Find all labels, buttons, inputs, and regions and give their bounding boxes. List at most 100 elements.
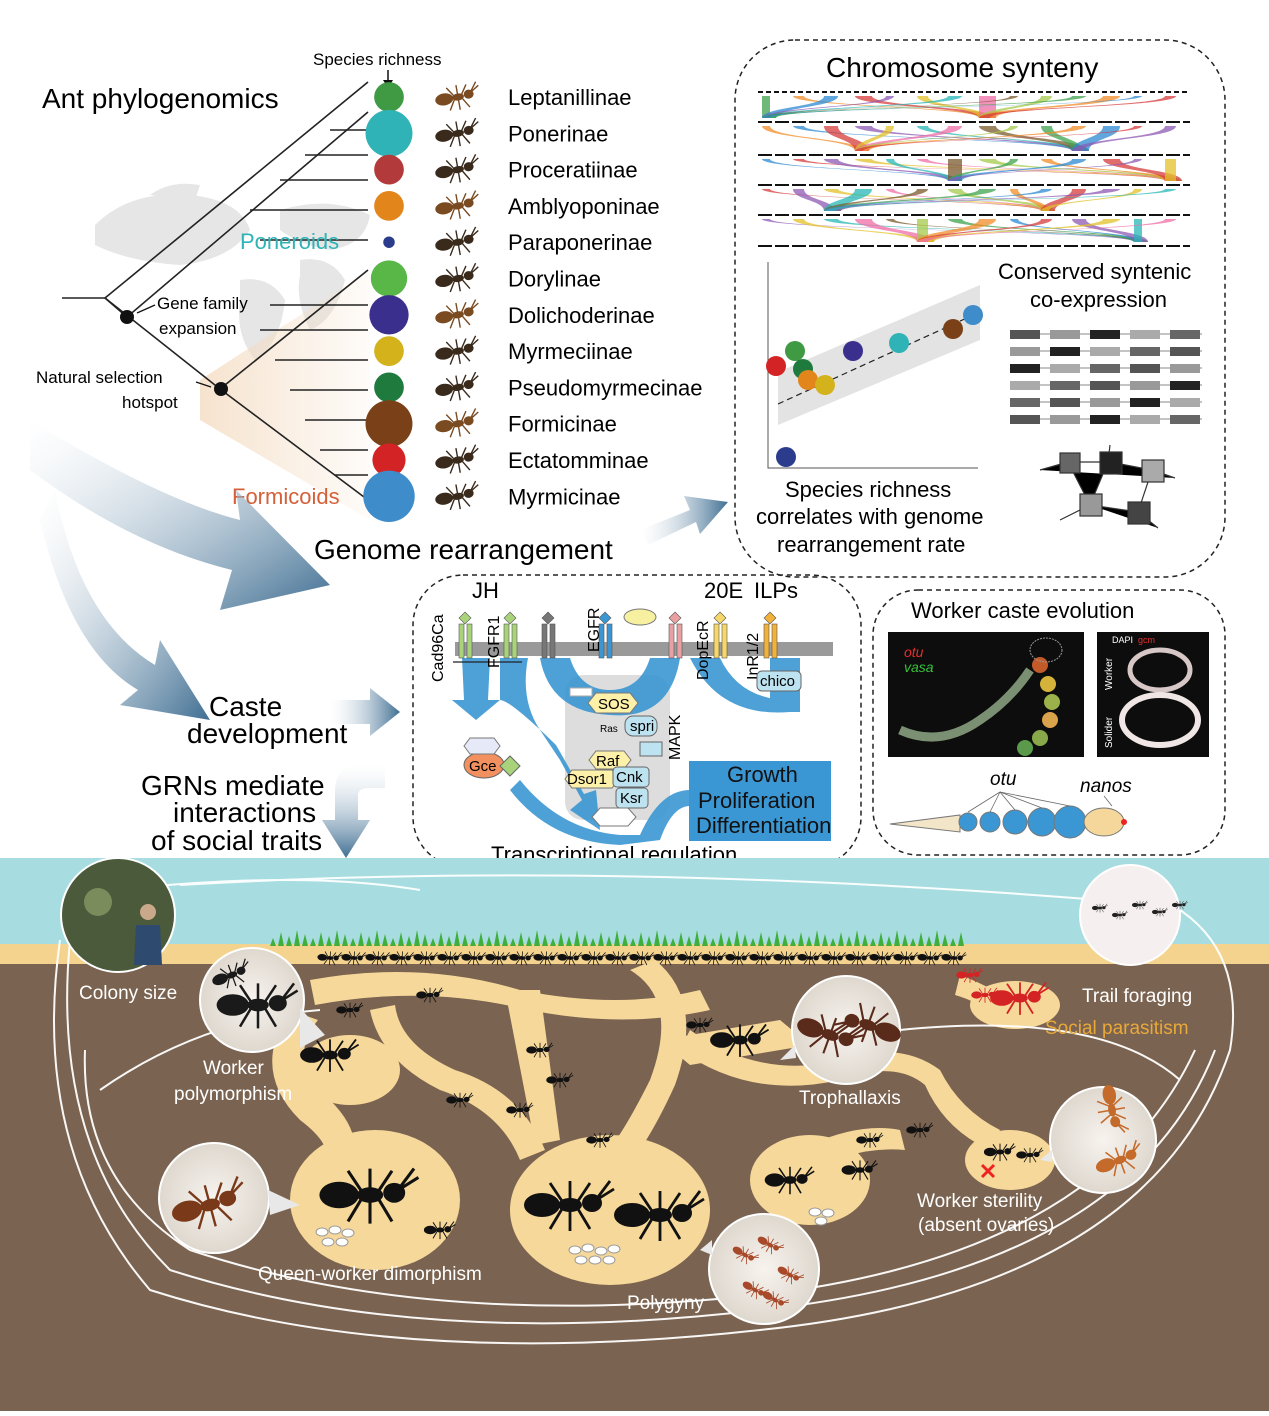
photo-ant-icon (1151, 907, 1168, 917)
synteny-panel: Chromosome synteny Species richness corr… (734, 39, 1226, 578)
subfamily-ant-icon (435, 153, 479, 184)
subfamily-ant-icon (435, 335, 479, 365)
worker-brain (1127, 647, 1193, 693)
subfamily-label: Amblyoponinae (508, 194, 660, 219)
trail-ant-icon (821, 951, 847, 966)
receptor (606, 623, 613, 659)
synteny-ribbon (855, 219, 934, 242)
receptor (511, 623, 518, 659)
trait-worker-polymorphism-1: Worker (203, 1058, 265, 1079)
grass-blade (598, 932, 604, 946)
trail-ant-icon (773, 951, 799, 966)
nest-ant-icon (841, 1160, 878, 1181)
species-richness-label: Species richness (313, 50, 442, 69)
poneroids-label: Poneroids (240, 229, 339, 254)
grass-blade (958, 932, 964, 946)
protein-hexagon (591, 807, 637, 827)
subfamily-label: Ectatomminae (508, 448, 649, 473)
grass-blade (270, 938, 276, 946)
ovariole-stain (898, 667, 1034, 742)
worker-caste-panel: Worker caste evolution otu vasa DAPI gcm… (872, 589, 1226, 856)
network-node (1079, 493, 1103, 517)
nanos-spot (1121, 819, 1127, 825)
synteny-ribbon (793, 189, 835, 211)
grass-blade (734, 930, 740, 946)
protein-label: Cnk (616, 769, 643, 786)
ligand-ilps: ILPs (754, 578, 798, 603)
grass-blade (398, 932, 404, 946)
caste-development-label-2: development (187, 718, 348, 749)
flow-arrows (30, 420, 728, 858)
grass-blade (454, 930, 460, 946)
arrow-to-caste-development (40, 490, 210, 720)
signal-flow (690, 658, 790, 713)
coexpression-gene (1090, 398, 1120, 407)
oocyte-cluster (1002, 809, 1028, 835)
trail-ant-icon (485, 951, 511, 966)
synteny-ribbons (758, 91, 1190, 247)
interaction-curves (53, 874, 1235, 1345)
correlation-caption-1: Species richness (785, 477, 951, 502)
receptor (503, 623, 510, 659)
trail-ant-icon (629, 951, 655, 966)
receptor (676, 623, 683, 659)
trait-trophallaxis: Trophallaxis (799, 1088, 901, 1109)
polygyny-chamber (510, 1135, 710, 1285)
receptor (466, 623, 473, 659)
tunnel (370, 1005, 545, 1160)
richness-circle (374, 154, 404, 185)
gene-label-nanos: nanos (1080, 776, 1132, 797)
nest-ant-icon (856, 1132, 884, 1148)
arrow-to-synteny (640, 496, 728, 545)
grass-blade (822, 934, 828, 946)
trail-ant-icon (869, 951, 895, 966)
grass-blade (774, 930, 780, 946)
tunnel (680, 1030, 1000, 1150)
grass-blade (510, 938, 516, 946)
receptor (763, 623, 770, 659)
grass-blade (942, 934, 948, 946)
subfamily-label: Myrmeciinae (508, 339, 633, 364)
synteny-ribbon (948, 159, 1018, 181)
trail-ant-icon (581, 951, 607, 966)
grass-blade (918, 932, 924, 946)
ligand-jh: JH (472, 578, 499, 603)
grass-blade (486, 936, 492, 946)
grass-blade (878, 932, 884, 946)
synteny-ribbon (917, 219, 1052, 242)
trail-ant-icon (389, 951, 415, 966)
grass-blade (566, 936, 572, 946)
ant-silhouettes (300, 951, 1050, 1241)
grass-blade (422, 934, 428, 946)
richness-circle (363, 470, 415, 523)
signaling-panel: JH 20E ILPs Cad96Ca FGFR1 EGFR DopEcR In… (412, 574, 862, 868)
receptor-label: Cad96Ca (430, 614, 447, 682)
interaction-curve (83, 1049, 1196, 1307)
trail-ant-icon (797, 951, 823, 966)
trait-worker-sterility-1: Worker sterility (917, 1191, 1043, 1212)
grass-blade (630, 938, 636, 946)
trail-ant-icon (653, 951, 679, 966)
callout-pointer (268, 1190, 300, 1215)
trophallaxis-photo (791, 975, 901, 1085)
grass-blade (590, 938, 596, 946)
grass-blade (934, 930, 940, 946)
parasite-ant-icon (956, 967, 984, 983)
network-node (1059, 452, 1081, 474)
ovariole-bead (1040, 676, 1056, 692)
grass-blade (342, 934, 348, 946)
panel-label-worker: Worker (1104, 657, 1115, 690)
photo-ant-icon (171, 1176, 244, 1230)
photo-ant-icon (742, 1281, 770, 1300)
grass-blade (662, 934, 668, 946)
oocyte-cluster (1027, 807, 1057, 837)
nest-ant-icon (506, 1102, 534, 1118)
receptor-labels: Cad96Ca FGFR1 EGFR DopEcR InR1/2 MAPK (430, 608, 762, 760)
subfamily-label: Ponerinae (508, 121, 608, 146)
richness-circle (374, 372, 404, 403)
subfamily-label: Formicinae (508, 412, 617, 437)
subfamily-ant-icon (435, 81, 479, 111)
photo-ant-icon (1096, 1085, 1130, 1133)
synteny-ribbon (1041, 189, 1142, 211)
receptor-label: InR1/2 (745, 633, 762, 680)
